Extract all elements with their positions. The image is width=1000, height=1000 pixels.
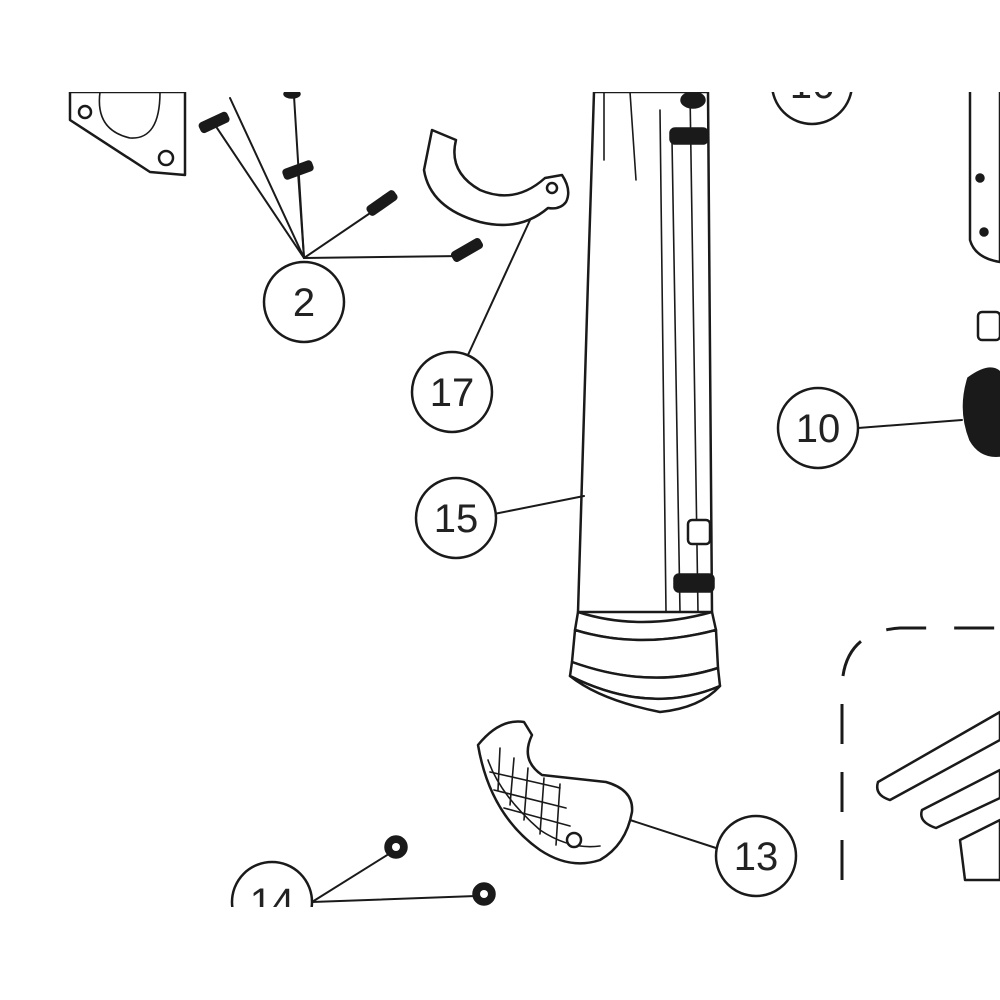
callout-10: 10 — [776, 386, 860, 470]
callout-10-label: 10 — [796, 407, 841, 451]
callout-14: 14 — [230, 860, 314, 925]
callout-15: 15 — [414, 476, 498, 560]
side-bracket — [968, 92, 1000, 264]
screw — [283, 92, 301, 99]
callout-13: 13 — [714, 814, 798, 898]
main-column — [493, 92, 722, 714]
callout-15-label: 15 — [434, 497, 479, 541]
bracket-clip — [422, 128, 570, 369]
mounting-plate — [68, 92, 187, 177]
adjustment-knob — [857, 310, 1000, 457]
detail-inset — [840, 626, 1000, 882]
callout-14-label: 14 — [250, 881, 295, 925]
callout-16: 16 — [771, 63, 853, 126]
foot-cap — [476, 720, 717, 865]
nut-group — [311, 835, 496, 906]
nut — [472, 882, 496, 906]
callout-17-label: 17 — [430, 371, 475, 415]
callout-2: 2 — [262, 260, 346, 344]
screw — [450, 238, 484, 262]
callout-17: 17 — [410, 350, 494, 434]
callout-13-label: 13 — [734, 835, 779, 879]
callout-2-label: 2 — [293, 281, 315, 325]
callout-2-leaders — [214, 95, 463, 259]
callout-16-label: 16 — [790, 63, 835, 107]
screw — [198, 111, 230, 134]
